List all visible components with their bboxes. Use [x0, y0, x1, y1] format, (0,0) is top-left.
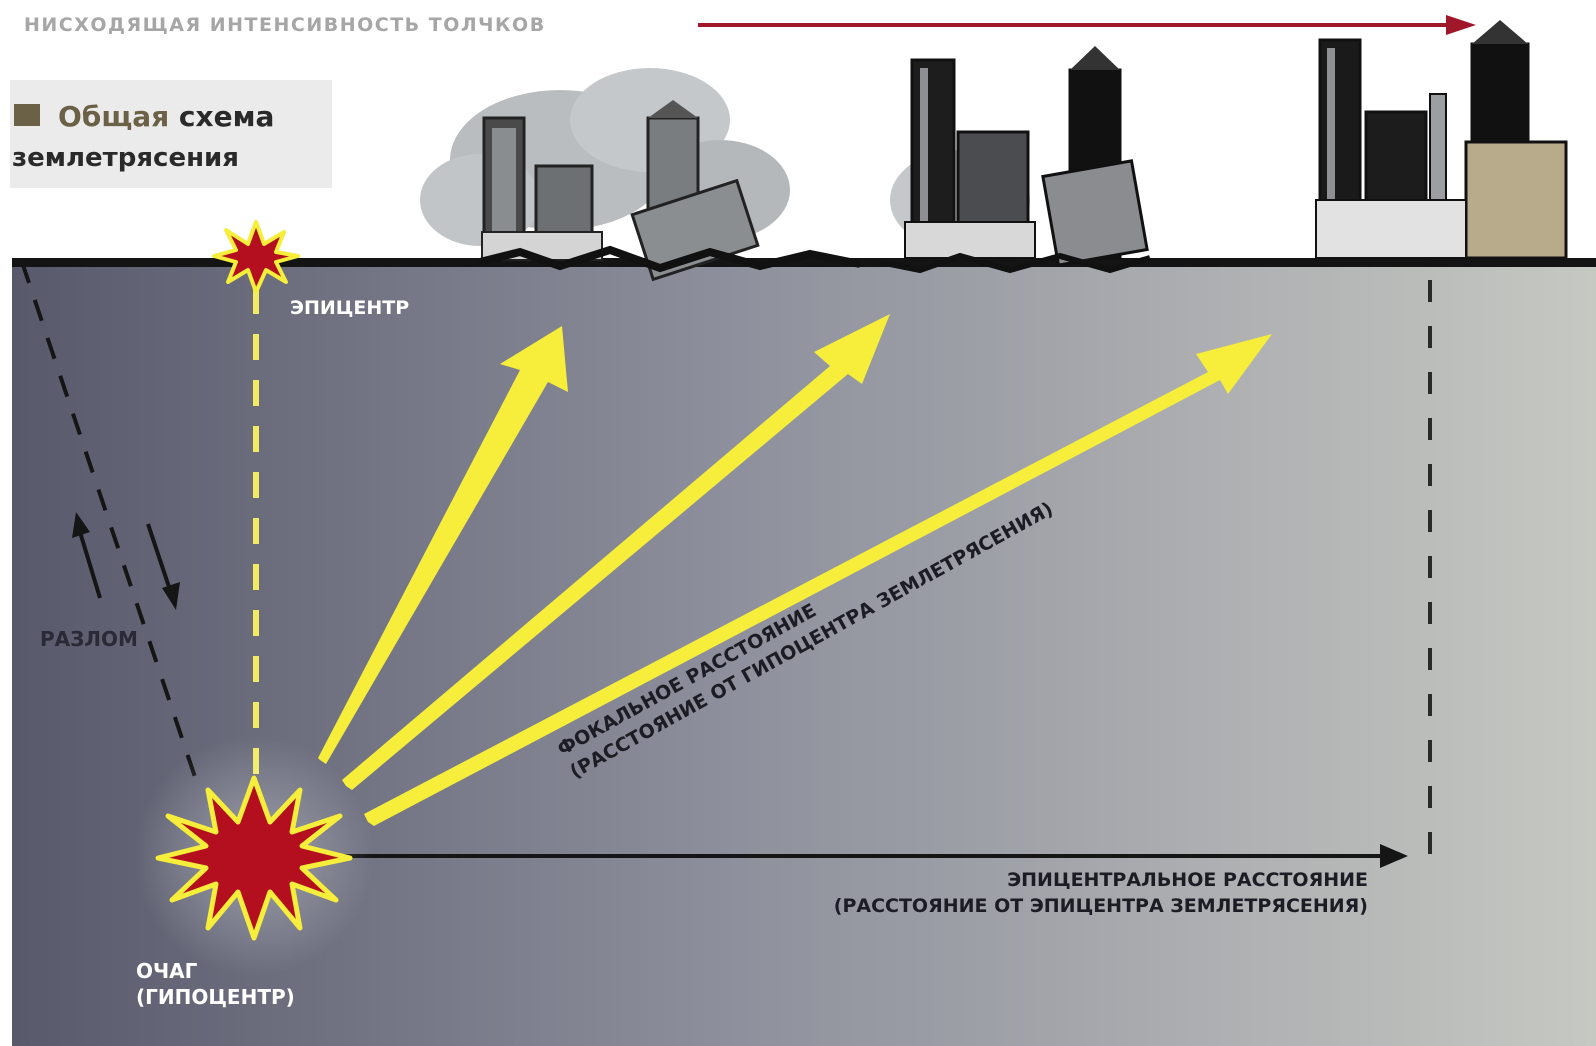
epicentral-distance-line1: ЭПИЦЕНТРАЛЬНОЕ РАССТОЯНИЕ — [1007, 869, 1368, 891]
title-bullet-icon — [14, 104, 40, 126]
epicentral-distance-line2: (РАССТОЯНИЕ ОТ ЭПИЦЕНТРА ЗЕМЛЕТРЯСЕНИЯ) — [834, 895, 1368, 917]
title: Общая схема — [58, 100, 274, 133]
ground-surface-line — [12, 258, 1596, 267]
seismic-wave-arrow-2 — [342, 314, 890, 790]
epicenter-label: ЭПИЦЕНТР — [290, 297, 409, 319]
title-line2: землетрясения — [12, 143, 239, 173]
fault-label: РАЗЛОМ — [40, 627, 138, 651]
city-undamaged-icon — [1315, 20, 1568, 260]
fault-line — [20, 261, 198, 781]
seismic-wave-arrow-3 — [364, 334, 1272, 826]
fault-slip-up-arrow — [72, 512, 102, 599]
fault-slip-down-arrow — [146, 523, 180, 610]
epicenter-starburst-icon — [212, 220, 300, 294]
title-box: Общая схема землетрясения — [10, 80, 332, 188]
city-moderate-damage-icon — [879, 46, 1151, 274]
title-prefix: Общая — [58, 100, 169, 133]
intensity-arrow — [698, 15, 1476, 35]
title-suffix: схема — [169, 100, 274, 133]
city-severe-damage-icon — [420, 68, 861, 282]
focus-label-line1: ОЧАГ — [136, 959, 198, 983]
focus-explosion-icon — [155, 775, 353, 941]
intensity-caption: НИСХОДЯЩАЯ ИНТЕНСИВНОСТЬ ТОЛЧКОВ — [24, 14, 546, 36]
epicentral-distance-arrow — [340, 844, 1408, 868]
focus-label-line2: (ГИПОЦЕНТР) — [136, 985, 295, 1009]
seismic-wave-arrow-1 — [318, 326, 568, 764]
